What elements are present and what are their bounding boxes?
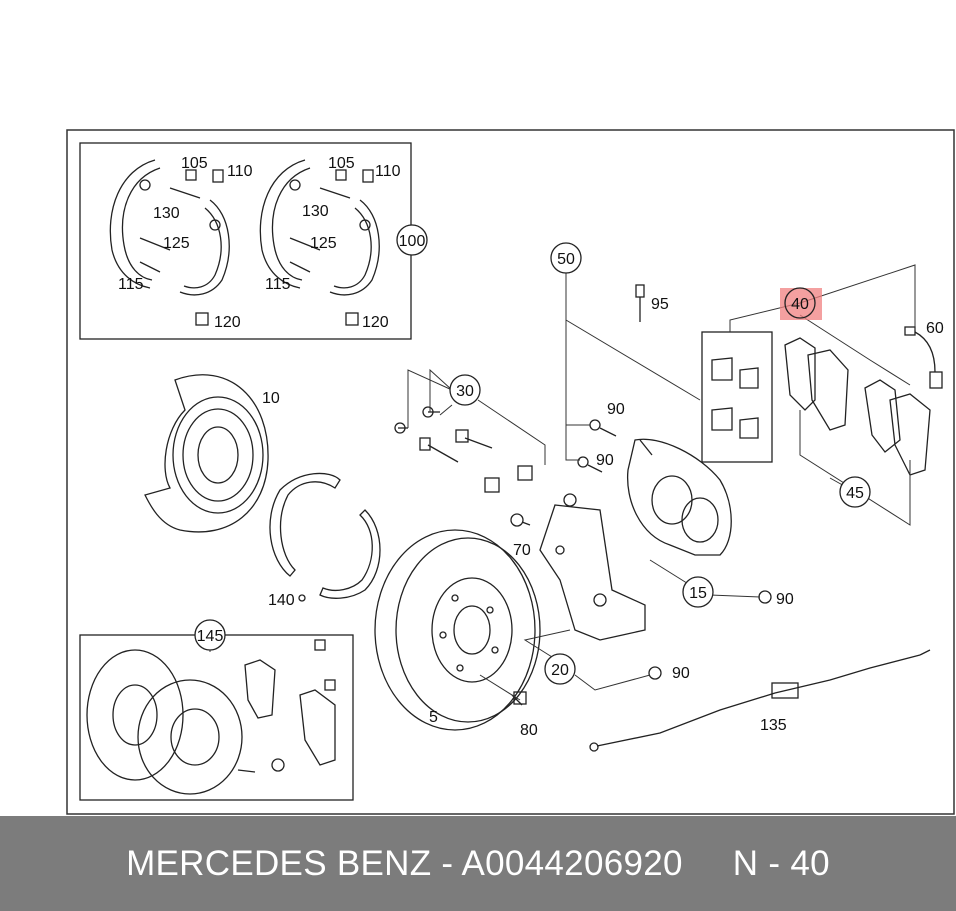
- label-105b: 105: [328, 155, 355, 172]
- brake-pads-40: [784, 337, 931, 476]
- label-125a: 125: [163, 235, 190, 252]
- label-20: 20: [551, 662, 569, 679]
- label-80: 80: [520, 722, 538, 739]
- label-50: 50: [557, 251, 575, 268]
- caliper-bracket-20: [539, 493, 646, 641]
- dust-shield-10: [144, 374, 269, 533]
- label-90a: 90: [607, 401, 625, 418]
- callout-circle-50: [550, 242, 582, 274]
- brake-shoe-set-left: [109, 159, 230, 326]
- label-10: 10: [262, 390, 280, 407]
- brake-shoe-set-right: [259, 159, 380, 326]
- label-120a: 120: [214, 314, 241, 331]
- inset-box-145: [79, 634, 354, 801]
- label-115b: 115: [265, 276, 291, 293]
- label-120b: 120: [362, 314, 389, 331]
- bleed-screw-95: [635, 284, 645, 322]
- label-40: 40: [791, 296, 809, 313]
- label-90c: 90: [776, 591, 794, 608]
- label-115a: 115: [118, 276, 144, 293]
- callout-circle-100: [396, 224, 428, 256]
- footer-position: N - 40: [732, 843, 830, 883]
- label-135: 135: [760, 717, 787, 734]
- label-130a: 130: [153, 205, 180, 222]
- callout-circle-20: [544, 653, 576, 685]
- hardware-clips: [711, 357, 759, 439]
- label-15: 15: [689, 585, 707, 602]
- label-5: 5: [429, 709, 438, 726]
- label-90b: 90: [596, 452, 614, 469]
- parking-shoes-140: [269, 472, 381, 602]
- bolts-90: [510, 419, 772, 680]
- label-100: 100: [399, 233, 426, 250]
- label-30: 30: [456, 383, 474, 400]
- label-105a: 105: [181, 155, 208, 172]
- callout-circle-15: [682, 576, 714, 608]
- cable-135: [589, 649, 931, 752]
- hardware-kit-box: [701, 331, 773, 463]
- brake-disc-5: [374, 529, 541, 731]
- label-145: 145: [197, 628, 224, 645]
- footer-bar: MERCEDES BENZ - A0044206920 N - 40: [0, 816, 956, 911]
- label-90d: 90: [672, 665, 690, 682]
- label-110b: 110: [375, 163, 401, 180]
- bolts-30: [394, 406, 533, 493]
- kit-145-contents: [86, 639, 336, 795]
- parts-diagram: 105 110 130 125 115 120 105 110 130 125 …: [66, 129, 955, 815]
- callout-circle-30: [449, 374, 481, 406]
- wear-sensor-60: [904, 326, 943, 389]
- label-45: 45: [846, 485, 864, 502]
- label-70: 70: [513, 542, 531, 559]
- label-140: 140: [268, 592, 295, 609]
- callout-circle-45: [839, 476, 871, 508]
- label-95: 95: [651, 296, 669, 313]
- label-125b: 125: [310, 235, 337, 252]
- label-130b: 130: [302, 203, 329, 220]
- callout-circle-145: [194, 619, 226, 651]
- diagram-frame: [66, 129, 955, 815]
- caliper-15: [626, 438, 732, 556]
- label-110a: 110: [227, 163, 253, 180]
- callout-circle-40: [784, 287, 816, 319]
- label-60: 60: [926, 320, 944, 337]
- footer-part-number: MERCEDES BENZ - A0044206920: [126, 843, 683, 883]
